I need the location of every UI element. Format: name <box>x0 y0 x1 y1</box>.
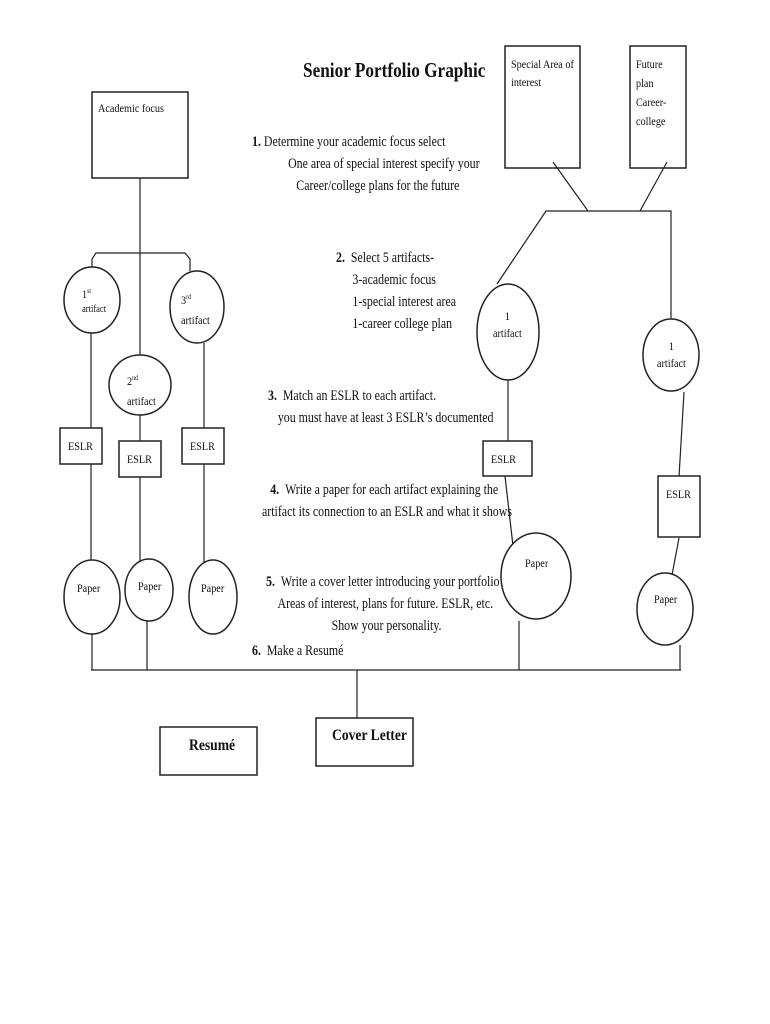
step-3: 3. Match an ESLR to each artifact. you m… <box>268 385 493 429</box>
paper-label: Paper <box>77 581 101 595</box>
step-text: 3-academic focus <box>352 272 436 288</box>
step-4: 4. Write a paper for each artifact expla… <box>262 479 512 523</box>
step-text: you must have at least 3 ESLR’s document… <box>277 410 494 426</box>
artifact-career-label: 1 artifact <box>657 338 686 372</box>
step-number: 2. <box>336 250 345 266</box>
eslr-label: ESLR <box>190 439 215 453</box>
step-5: 5. Write a cover letter introducing your… <box>266 571 500 637</box>
eslr-label: ESLR <box>491 452 516 466</box>
step-text: Determine your academic focus select <box>263 134 446 150</box>
special-area-line: Special Area of <box>511 57 574 71</box>
special-area-label: Special Area of interest <box>511 55 574 91</box>
artifact-text: artifact <box>181 313 210 327</box>
page-title: Senior Portfolio Graphic <box>303 58 486 82</box>
eslr-label: ESLR <box>666 487 691 501</box>
paper-circle-3 <box>188 559 238 635</box>
artifact-ordinal-suffix: nd <box>132 374 139 382</box>
artifact-career-circle <box>642 318 700 392</box>
artifact-ordinal: 1 <box>668 339 674 353</box>
artifact-ordinal: 3 <box>181 293 187 307</box>
artifact-ordinal: 2 <box>127 374 133 388</box>
eslr-label: ESLR <box>68 439 93 453</box>
step-text: Show your personality. <box>331 618 442 634</box>
step-1: 1. Determine your academic focus select … <box>252 131 480 197</box>
artifact-3-label: 3rd artifact <box>181 287 210 330</box>
artifact-1-label: 1st artifact <box>82 284 106 317</box>
step-text: Write a cover letter introducing your po… <box>280 574 500 590</box>
paper-label: Paper <box>138 579 162 593</box>
future-plan-line: plan <box>636 76 654 90</box>
paper-circle-career <box>636 572 694 646</box>
future-plan-line: Future <box>636 57 663 71</box>
eslr-label: ESLR <box>127 452 152 466</box>
artifact-2-label: 2nd artifact <box>127 368 156 411</box>
step-2: 2. Select 5 artifacts- 3-academic focus … <box>336 247 456 335</box>
step-text: Make a Resumé <box>266 643 344 659</box>
artifact-ordinal: 1 <box>504 309 510 323</box>
paper-circle-special <box>500 532 572 620</box>
artifact-1-circle <box>63 266 121 334</box>
artifact-text: artifact <box>127 394 156 408</box>
step-text: Career/college plans for the future <box>296 178 460 194</box>
step-text: Match an ESLR to each artifact. <box>282 388 437 404</box>
eslr-box-1 <box>59 427 103 465</box>
step-6: 6. Make a Resumé <box>252 640 343 662</box>
step-number: 3. <box>268 388 277 404</box>
artifact-ordinal-suffix: rd <box>186 293 192 301</box>
cover-letter-box <box>315 717 414 767</box>
cover-letter-label: Cover Letter <box>332 727 407 744</box>
artifact-special-label: 1 artifact <box>493 308 522 342</box>
artifact-text: artifact <box>493 326 522 340</box>
artifact-3-circle <box>169 270 225 344</box>
paper-label: Paper <box>654 592 678 606</box>
step-text: Select 5 artifacts- <box>350 250 435 266</box>
step-text: Write a paper for each artifact explaini… <box>285 482 499 498</box>
step-number: 6. <box>252 643 261 659</box>
eslr-box-special <box>482 440 533 477</box>
artifact-text: artifact <box>657 356 686 370</box>
step-text: 1-career college plan <box>352 316 453 332</box>
future-plan-line: Career- <box>636 95 667 109</box>
paper-label: Paper <box>201 581 225 595</box>
future-plan-box <box>629 45 687 169</box>
step-text: One area of special interest specify you… <box>288 156 480 172</box>
eslr-box-career <box>657 475 701 538</box>
academic-focus-label: Academic focus <box>98 101 164 115</box>
future-plan-label: Future plan Career- college <box>636 55 666 131</box>
artifact-ordinal-suffix: st <box>87 287 92 295</box>
eslr-box-2 <box>118 440 162 478</box>
step-text: artifact its connection to an ESLR and w… <box>262 504 512 520</box>
academic-focus-box <box>91 91 189 179</box>
special-area-box <box>504 45 581 169</box>
special-area-line: interest <box>511 75 542 89</box>
step-number: 1. <box>252 134 261 150</box>
paper-label: Paper <box>525 556 549 570</box>
artifact-text: artifact <box>82 304 107 315</box>
step-number: 5. <box>266 574 275 590</box>
artifact-ordinal: 1 <box>82 287 88 301</box>
resume-box <box>159 726 258 776</box>
paper-circle-2 <box>124 558 174 622</box>
resume-label: Resumé <box>189 737 236 754</box>
step-number: 4. <box>270 482 280 498</box>
eslr-box-3 <box>181 427 225 465</box>
step-text: Areas of interest, plans for future. ESL… <box>277 596 494 612</box>
step-text: 1-special interest area <box>352 294 457 310</box>
future-plan-line: college <box>636 114 666 128</box>
